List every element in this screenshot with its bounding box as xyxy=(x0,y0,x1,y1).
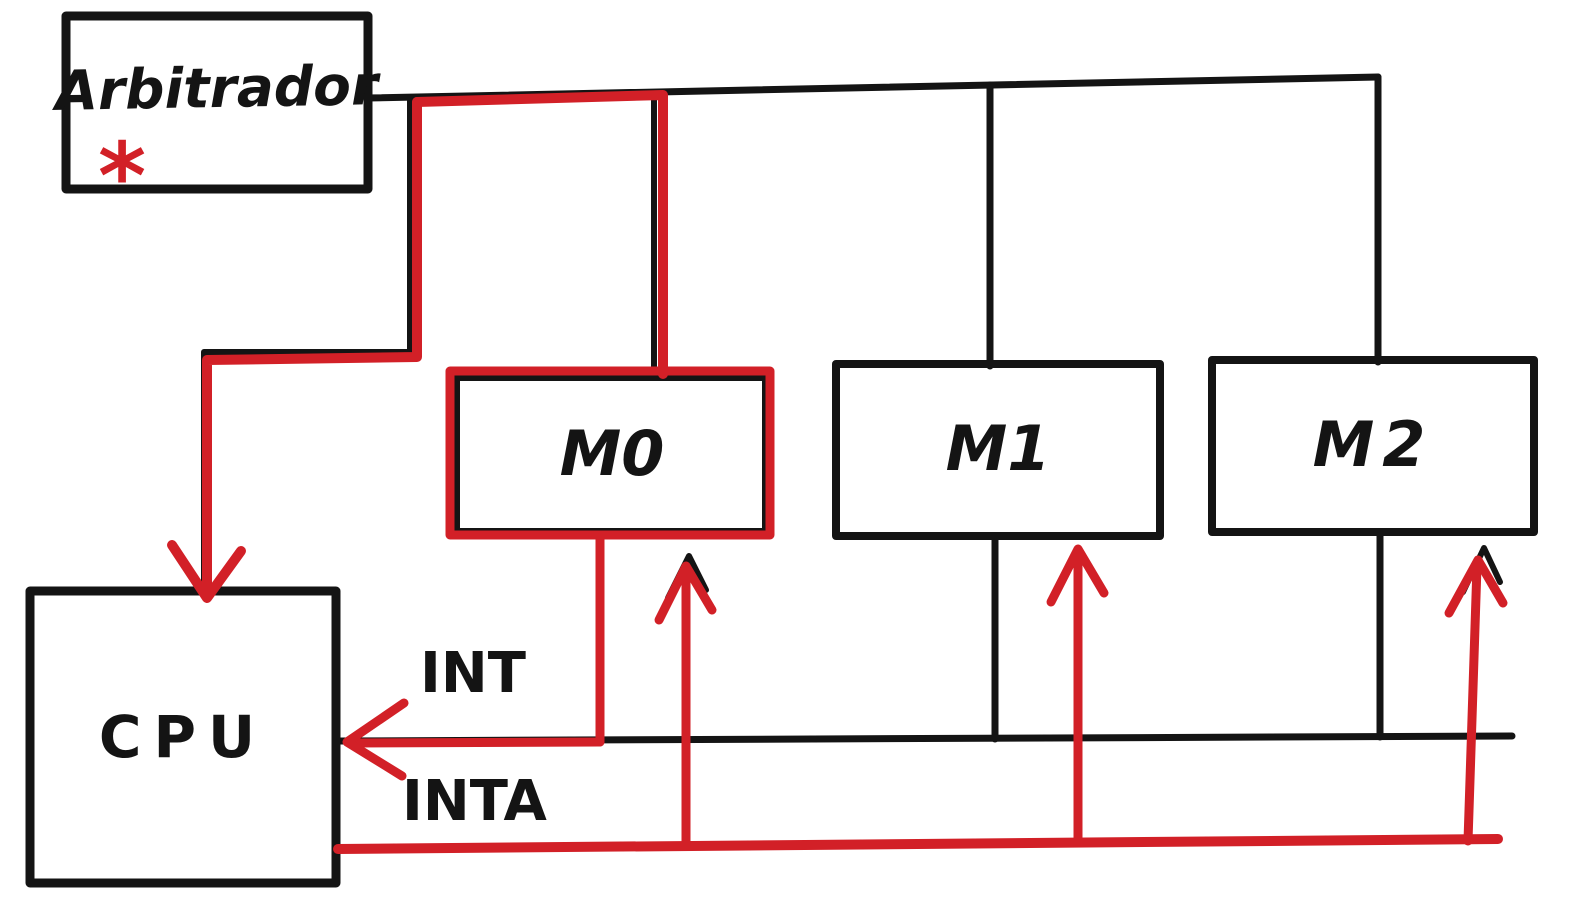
int-label: INT xyxy=(420,641,526,706)
cpu-box xyxy=(25,586,341,888)
m1-label: M1 xyxy=(946,412,1051,485)
arbitrator-to-cpu-red-line xyxy=(202,97,422,595)
m2-label: M2 xyxy=(1313,408,1434,481)
inta-label: INTA xyxy=(402,769,548,834)
int-arrowhead-icon xyxy=(342,698,409,781)
arbitrator-to-cpu-underlay-line xyxy=(201,95,413,583)
inta-to-m0-arrowhead-icon xyxy=(654,561,717,625)
m1-box xyxy=(832,360,1164,540)
bus-to-m0-red-line xyxy=(412,90,668,379)
inta-to-m2-line xyxy=(1463,561,1482,846)
cpu-label: CPU xyxy=(99,703,267,771)
cpu-grant-arrowhead-icon xyxy=(167,540,246,603)
m0-label: M0 xyxy=(560,417,665,490)
inta-to-m1-arrowhead-icon xyxy=(1046,544,1109,607)
m0-box-red-highlight xyxy=(445,366,775,540)
inta-bus-red-line xyxy=(333,834,1503,854)
arbitrator-asterisk: * xyxy=(98,123,146,230)
inta-to-m2-arrowhead-icon xyxy=(1444,555,1508,618)
arbitrator-label: Arbitrador xyxy=(51,53,382,123)
m2-box xyxy=(1208,356,1538,536)
arbitrator-box xyxy=(61,11,373,194)
int-red-segment-line xyxy=(345,737,605,748)
